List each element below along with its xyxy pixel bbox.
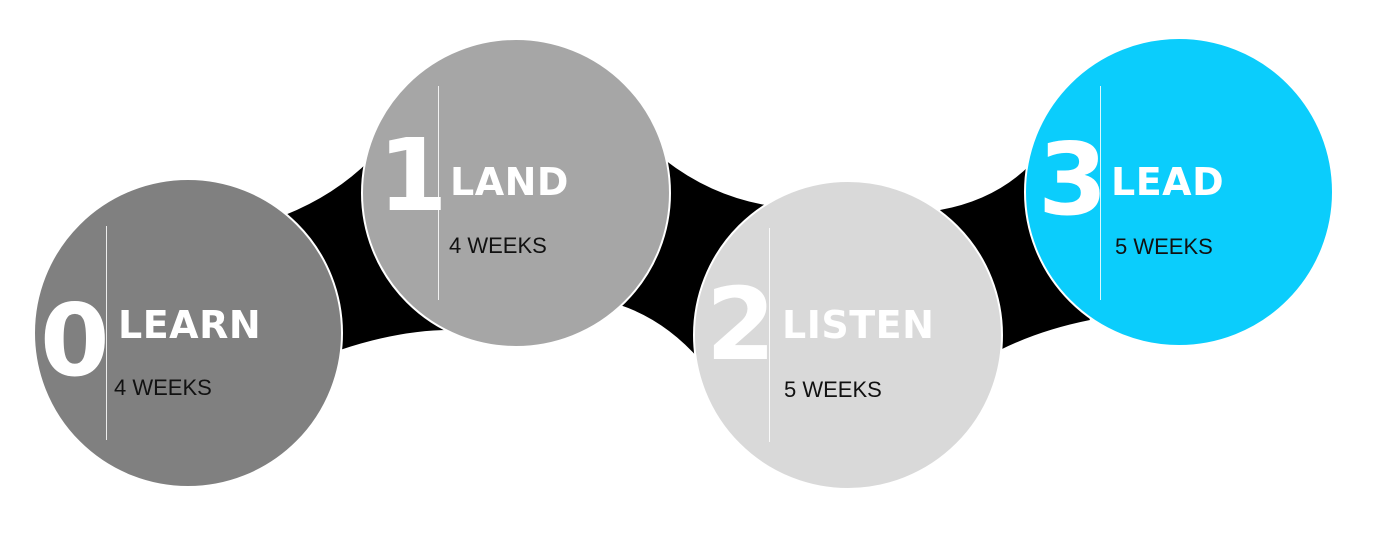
- step-2-divider: [769, 228, 770, 442]
- step-3-circle: [1024, 37, 1334, 347]
- step-0-divider: [106, 226, 107, 440]
- step-2-duration: 5 WEEKS: [784, 377, 882, 402]
- step-2-phase: LISTEN: [782, 303, 935, 347]
- step-0-circle: [33, 178, 343, 488]
- step-1-phase: LAND: [450, 160, 569, 204]
- step-2-number: 2: [706, 266, 776, 383]
- step-3-phase: LEAD: [1111, 160, 1225, 204]
- step-1-duration: 4 WEEKS: [449, 233, 547, 258]
- step-1-divider: [438, 86, 439, 300]
- step-0-number: 0: [40, 282, 110, 399]
- step-0-phase: LEARN: [118, 303, 262, 347]
- step-1-circle: [361, 38, 671, 348]
- connector-2-3: [940, 165, 1090, 350]
- step-3-number: 3: [1038, 121, 1108, 238]
- step-3-divider: [1100, 86, 1101, 300]
- step-2-circle: [693, 180, 1003, 490]
- step-1-number: 1: [378, 117, 448, 234]
- step-0-duration: 4 WEEKS: [114, 375, 212, 400]
- step-3-duration: 5 WEEKS: [1115, 234, 1213, 259]
